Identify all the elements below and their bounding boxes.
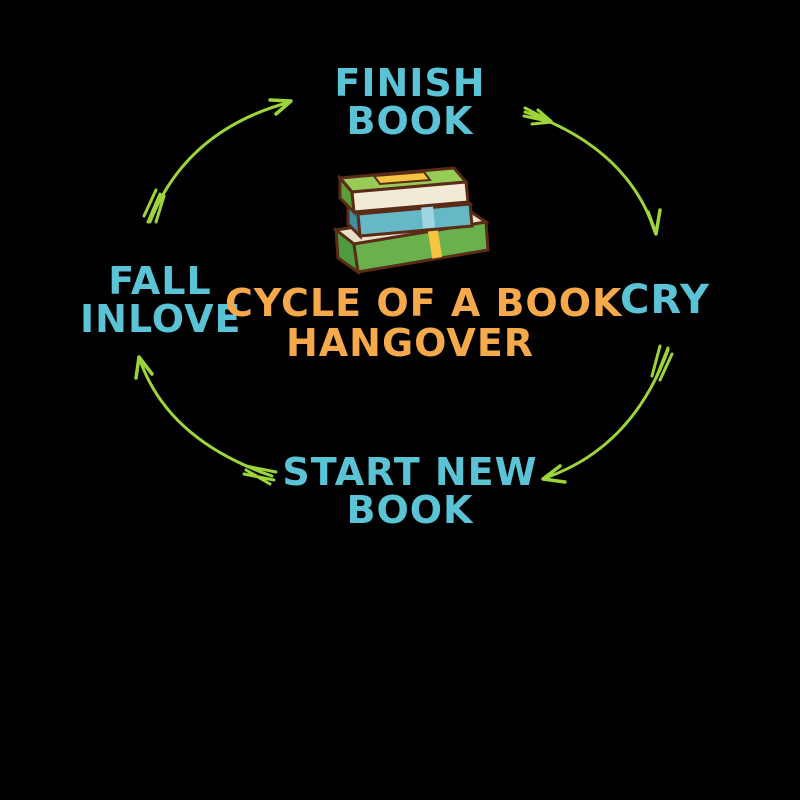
- cycle-node-start-new-book: START NEW BOOK: [270, 453, 550, 529]
- node-text-line: BOOK: [346, 488, 474, 532]
- diagram-title: CYCLE OF A BOOK HANGOVER: [225, 281, 623, 365]
- arrow-start-to-fall: [134, 355, 278, 486]
- node-text-line: CRY: [620, 277, 710, 323]
- top-book: [336, 166, 470, 217]
- arrow-finish-to-cry: [522, 106, 662, 236]
- title-line-1: CYCLE OF A BOOK: [225, 281, 623, 325]
- node-text-line: BOOK: [346, 99, 474, 143]
- cycle-node-cry: CRY: [610, 280, 720, 320]
- arrow-fall-to-finish: [142, 98, 293, 224]
- stacked-books-icon: [332, 166, 490, 275]
- node-text-line: START NEW: [282, 450, 538, 494]
- node-text-line: INLOVE: [80, 297, 242, 341]
- title-line-2: HANGOVER: [285, 320, 535, 365]
- arrow-cry-to-start: [541, 344, 674, 484]
- cycle-node-finish-book: FINISH BOOK: [320, 64, 500, 140]
- cycle-node-fall-in-love: FALL INLOVE: [80, 262, 240, 338]
- node-text-line: FALL: [108, 259, 212, 303]
- node-text-line: FINISH: [334, 61, 486, 105]
